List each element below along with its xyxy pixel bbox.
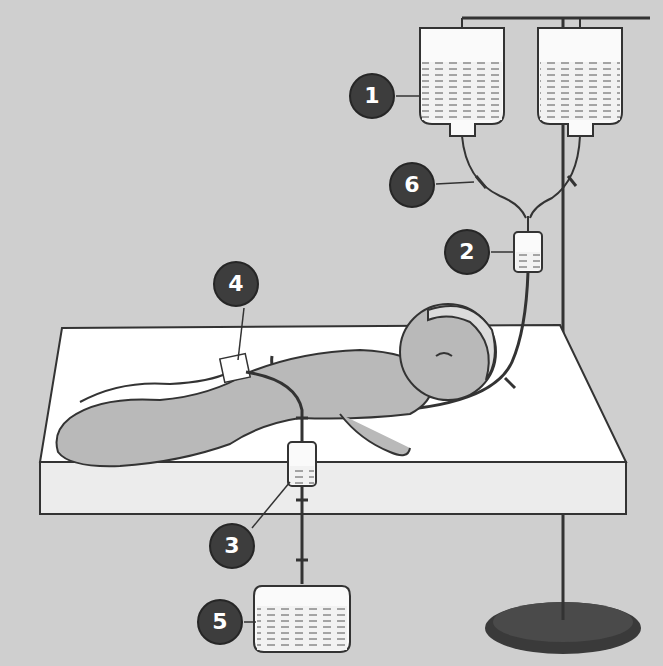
callout-text: 1	[364, 85, 379, 107]
drainage-set	[246, 372, 350, 652]
child-figure	[57, 304, 497, 466]
callout-number: 4	[213, 261, 259, 307]
callout-number: 6	[389, 162, 435, 208]
callout-text: 5	[212, 611, 227, 633]
y-tubing	[462, 136, 580, 232]
callout-text: 4	[228, 273, 243, 295]
fluid-bottles	[420, 18, 622, 136]
callout-number: 3	[209, 523, 255, 569]
dressing	[220, 354, 250, 383]
bed	[40, 325, 626, 514]
callout-number: 5	[197, 599, 243, 645]
drip-chamber	[514, 232, 542, 272]
leader-lines	[238, 96, 513, 622]
callout-number: 2	[444, 229, 490, 275]
callout-number: 1	[349, 73, 395, 119]
callout-text: 2	[459, 241, 474, 263]
callout-text: 6	[404, 174, 419, 196]
callout-text: 3	[224, 535, 239, 557]
